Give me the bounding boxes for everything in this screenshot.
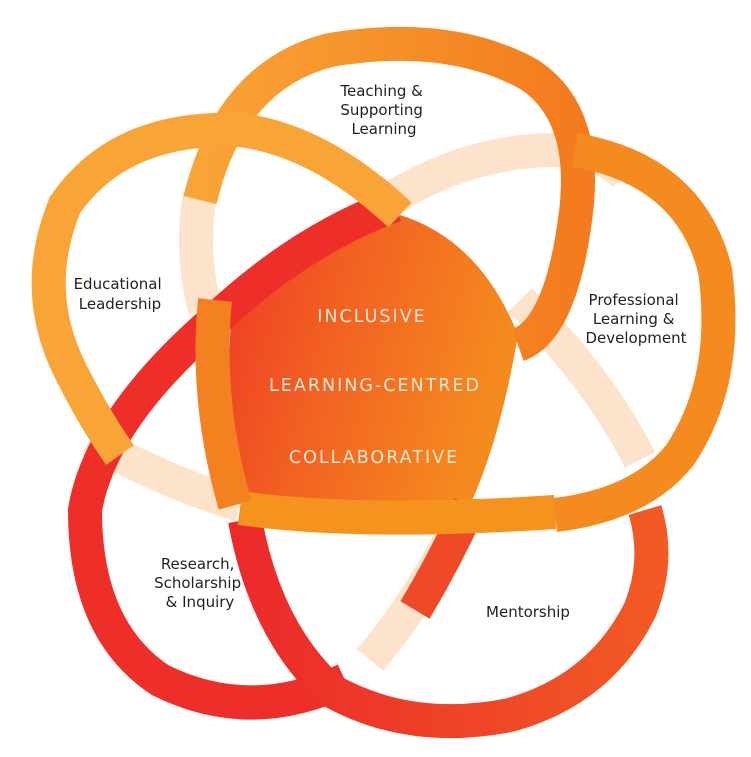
center-value-collaborative: COLLABORATIVE xyxy=(289,448,459,468)
orange-ribbon-left-lobe xyxy=(31,112,412,465)
petal-label-line: Professional xyxy=(589,291,679,309)
petal-label-line: & Inquiry xyxy=(166,593,235,611)
petal-label-research: Research, Scholarship & Inquiry xyxy=(154,555,246,611)
petal-label-line: Educational xyxy=(74,275,162,293)
center-value-learning-centred: LEARNING-CENTRED xyxy=(269,376,481,396)
petal-label-line: Mentorship xyxy=(486,603,570,621)
petal-label-line: Learning xyxy=(351,120,416,138)
petal-label-mentorship: Mentorship xyxy=(486,603,570,621)
center-value-inclusive: INCLUSIVE xyxy=(317,307,426,327)
petal-label-line: Teaching & xyxy=(339,82,423,100)
petal-label-professional: Professional Learning & Development xyxy=(586,291,687,347)
pale-segment-left xyxy=(179,191,222,315)
petal-labels: Teaching & Supporting Learning Professio… xyxy=(74,82,687,621)
orange-ribbon-inner-arc xyxy=(195,298,252,510)
petal-label-line: Development xyxy=(586,329,687,347)
petal-label-teaching: Teaching & Supporting Learning xyxy=(339,82,427,138)
center-values: INCLUSIVE LEARNING-CENTRED COLLABORATIVE xyxy=(269,307,481,468)
petal-label-line: Leadership xyxy=(79,295,161,313)
orange-ribbon-right-lobe xyxy=(552,133,736,532)
petal-label-educational: Educational Leadership xyxy=(74,275,167,313)
red-ribbon-left-arc xyxy=(67,189,401,720)
center-pentagon xyxy=(229,214,519,505)
red-ribbon-bottom-arc xyxy=(228,505,669,739)
orange-ribbon-top-lobe xyxy=(183,26,595,362)
petal-label-line: Learning & xyxy=(593,310,675,328)
orange-ribbon-bottom-band xyxy=(237,491,557,535)
petal-label-line: Research, xyxy=(161,555,235,573)
orange-ribbon xyxy=(31,26,736,535)
petal-label-line: Supporting xyxy=(340,101,423,119)
petal-label-line: Scholarship xyxy=(154,574,241,592)
